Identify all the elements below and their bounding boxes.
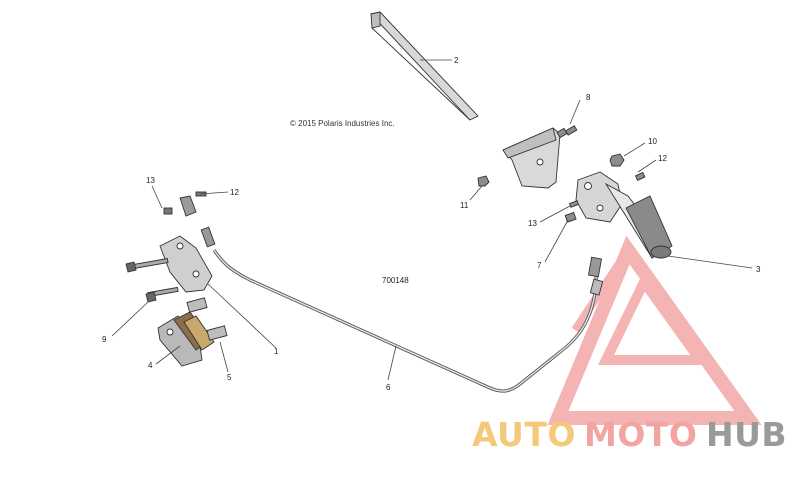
callout-7: 7: [537, 261, 542, 270]
callout-5: 5: [227, 373, 232, 382]
callout-6: 6: [386, 383, 391, 392]
copyright-text: © 2015 Polaris Industries Inc.: [290, 119, 395, 128]
callout-3: 3: [756, 265, 761, 274]
callout-9: 9: [102, 335, 107, 344]
leader-lines: [111, 59, 753, 381]
callout-12-right: 12: [658, 154, 667, 163]
callout-8: 8: [586, 93, 591, 102]
callout-12-left: 12: [230, 188, 239, 197]
watermark-logo: [547, 235, 762, 425]
watermark-moto: MOTO: [584, 415, 697, 454]
part-cable: [200, 226, 604, 393]
watermark-hub: HUB: [706, 415, 787, 454]
part-hand-lever: [575, 171, 673, 259]
part-caliper: [157, 311, 215, 367]
callout-11: 11: [460, 201, 469, 210]
callout-2: 2: [454, 56, 459, 65]
callout-13-left: 13: [146, 176, 155, 185]
callout-10: 10: [648, 137, 657, 146]
callout-4: 4: [148, 361, 153, 370]
part-pins: [186, 297, 228, 341]
callout-13-right: 13: [528, 219, 537, 228]
callout-1: 1: [274, 347, 279, 356]
hardware-left: [125, 191, 207, 303]
callout-labels: 2 8 10 12 11 13 7 3 13 12 9 4 5 1 6: [102, 56, 761, 392]
part-mount-bracket: [502, 127, 561, 189]
figure-number: 700148: [382, 276, 409, 285]
watermark-text: AUTO MOTO HUB: [472, 415, 787, 454]
watermark-auto: AUTO: [472, 415, 576, 454]
hardware-lever: [477, 125, 646, 223]
part-bar: [370, 11, 479, 121]
part-caliper-bracket: [159, 195, 213, 293]
